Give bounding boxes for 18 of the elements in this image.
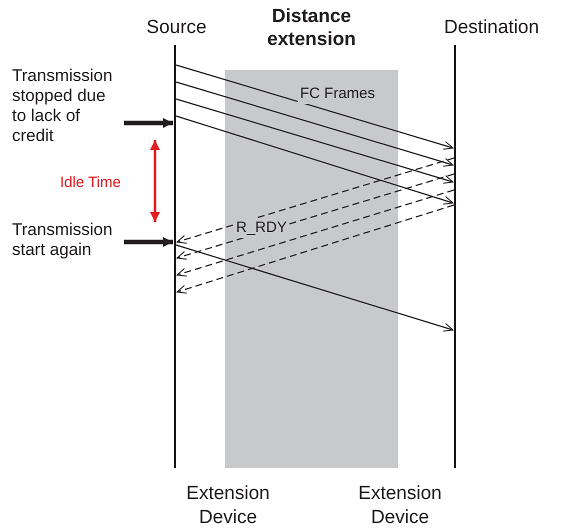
thick-arrow bbox=[124, 118, 173, 128]
device-label: Extension Device bbox=[357, 482, 443, 530]
lifeline-heading: Source bbox=[145, 17, 208, 39]
arrow bbox=[176, 244, 454, 332]
arrow bbox=[176, 98, 454, 184]
signal-label: R_RDY bbox=[234, 218, 289, 238]
dashed-arrow bbox=[176, 189, 454, 277]
annotation-text: Transmission stopped due to lack of credit bbox=[12, 66, 124, 146]
arrow bbox=[176, 64, 454, 150]
arrow bbox=[176, 81, 454, 167]
thick-arrow bbox=[124, 237, 173, 247]
lifeline-heading: Destination bbox=[444, 17, 540, 39]
annotation-text: Transmission start again bbox=[12, 220, 124, 260]
dashed-arrow bbox=[176, 204, 454, 294]
device-label: Extension Device bbox=[185, 482, 271, 530]
band-heading: Distance extension bbox=[266, 5, 357, 51]
dashed-arrow bbox=[176, 157, 454, 244]
arrow bbox=[176, 115, 454, 205]
